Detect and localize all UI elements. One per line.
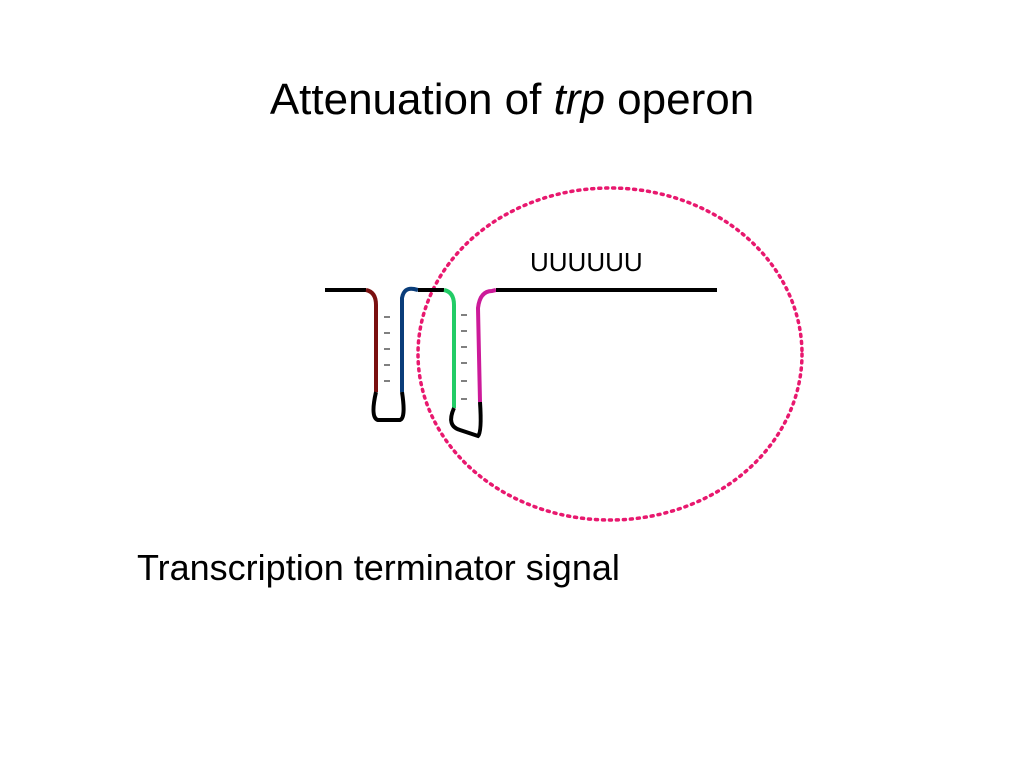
hairpin2-loop xyxy=(449,401,483,439)
caption: Transcription terminator signal xyxy=(137,547,620,588)
hairpin1-base-pairs xyxy=(384,316,390,382)
hairpin2-right-arm xyxy=(475,288,497,403)
hairpin1-right-arm xyxy=(400,286,419,392)
terminator-highlight-circle xyxy=(416,186,804,522)
title-prefix: Attenuation of xyxy=(269,75,554,124)
slide-title: Attenuation of trp operon xyxy=(0,70,1024,130)
title-italic: trp xyxy=(553,75,605,124)
title-suffix: operon xyxy=(604,75,755,124)
hairpin1-left-arm xyxy=(365,288,378,392)
hairpin2-base-pairs xyxy=(461,314,467,400)
hairpin2-left-arm xyxy=(443,288,456,408)
hairpin1-loop xyxy=(371,391,406,422)
uridine-tract-label: UUUUUU xyxy=(530,247,643,277)
